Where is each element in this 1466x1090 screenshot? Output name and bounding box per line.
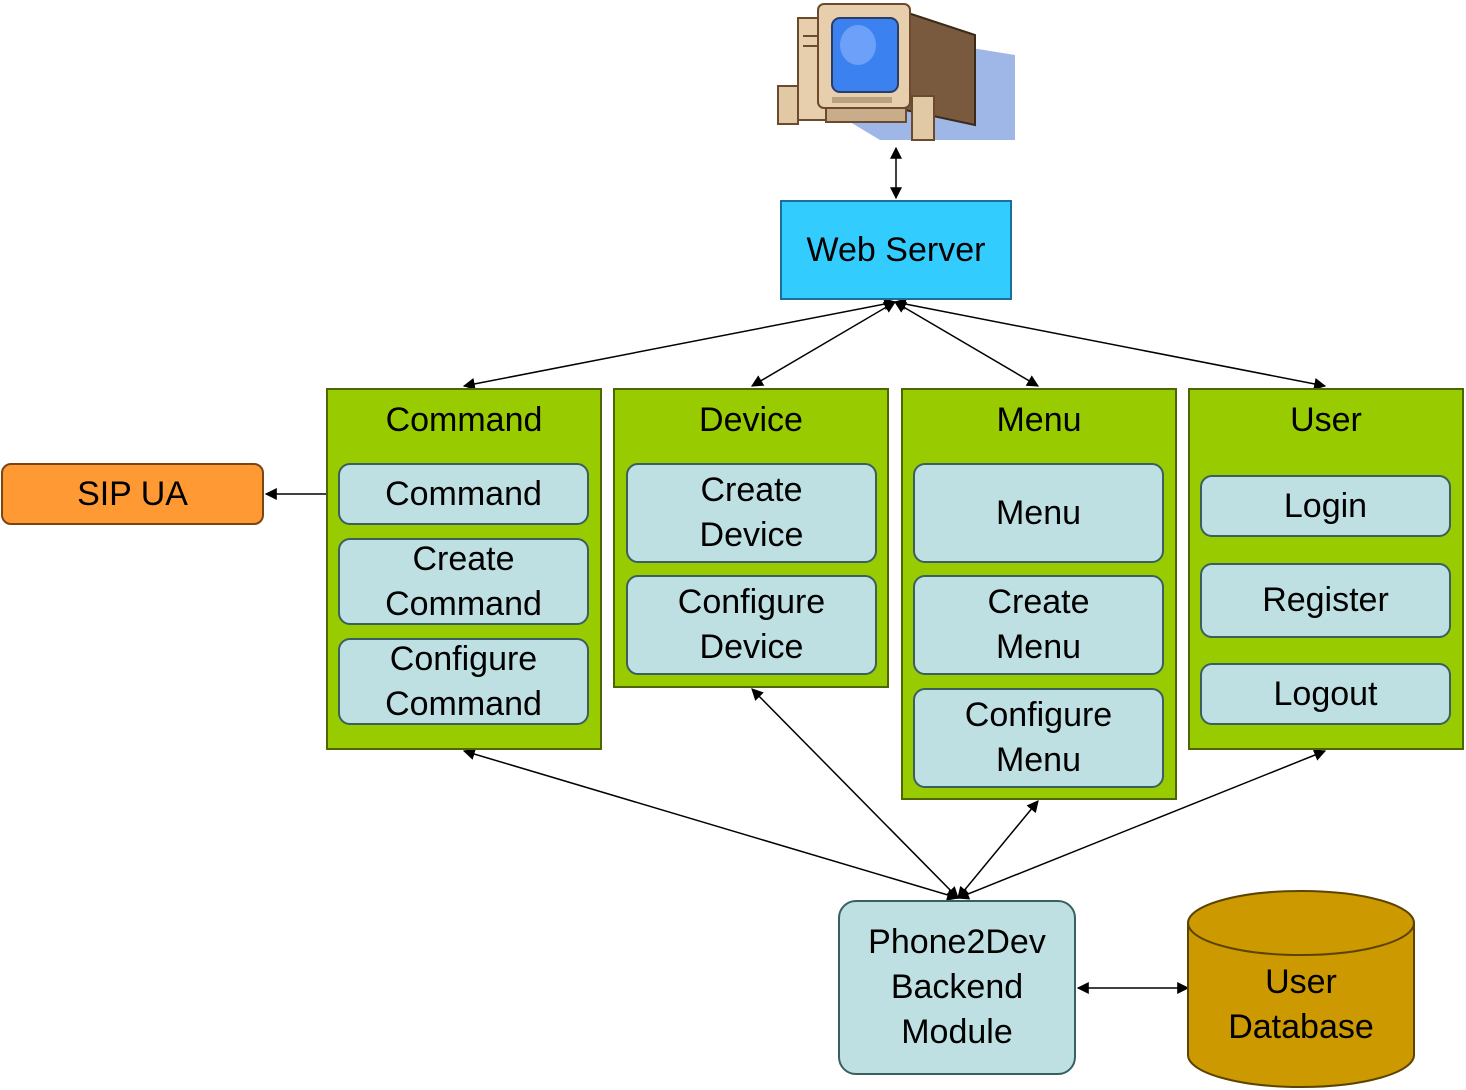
user-item-label: Login — [1283, 486, 1368, 525]
user-item-label: Register — [1262, 581, 1389, 619]
device-item-create-device[interactable]: Create Device — [626, 463, 877, 563]
arrow-user-backend — [956, 749, 1327, 900]
menu-item-configure-menu[interactable]: Configure Menu — [913, 688, 1164, 788]
user-item-logout[interactable]: Logout — [1200, 663, 1451, 725]
command-item-label: Create Command — [385, 539, 542, 623]
arrow-webserver-menu — [893, 301, 1040, 387]
menu-group-title: Menu — [996, 401, 1082, 439]
command-item-create-command[interactable]: Create Command — [338, 538, 589, 625]
computer-icon — [777, 3, 1015, 141]
command-group-title: Command — [385, 401, 543, 439]
sip-ua-box[interactable]: SIP UA — [1, 463, 264, 525]
user-item-login[interactable]: Login — [1200, 475, 1451, 537]
menu-item-label: Menu — [995, 493, 1082, 532]
backend-module-box[interactable]: Phone2Dev Backend Module — [838, 900, 1076, 1075]
arrow-command-backend — [462, 748, 960, 901]
arrow-menu-backend — [957, 800, 1039, 899]
arrow-device-backend — [751, 688, 959, 899]
user-group-title: User — [1290, 401, 1362, 439]
arrow-webserver-command — [462, 298, 897, 390]
device-item-configure-device[interactable]: Configure Device — [626, 575, 877, 675]
database-label: User Database — [1228, 963, 1374, 1046]
arrow-webserver-device — [750, 301, 897, 387]
menu-item-create-menu[interactable]: Create Menu — [913, 575, 1164, 675]
menu-item-label: Create Menu — [987, 583, 1090, 666]
user-item-label: Logout — [1273, 674, 1378, 713]
command-item-configure-command[interactable]: Configure Command — [338, 638, 589, 725]
device-group-title: Device — [699, 401, 803, 439]
database-cylinder — [1187, 890, 1415, 1088]
web-server-box[interactable]: Web Server — [780, 200, 1012, 300]
user-item-register[interactable]: Register — [1200, 563, 1451, 638]
menu-item-label: Configure Menu — [964, 696, 1113, 779]
command-item-label: Command — [385, 474, 542, 513]
web-server-label: Web Server — [806, 230, 986, 269]
command-item-command[interactable]: Command — [338, 463, 589, 525]
device-item-label: Configure Device — [677, 583, 826, 666]
sip-ua-label: SIP UA — [77, 474, 188, 513]
command-item-label: Configure Command — [385, 639, 542, 723]
menu-item-menu[interactable]: Menu — [913, 463, 1164, 563]
database-label-box: User Database — [1188, 955, 1414, 1055]
device-item-label: Create Device — [699, 471, 804, 554]
arrow-webserver-user — [893, 298, 1327, 390]
backend-module-label: Phone2Dev Backend Module — [868, 923, 1046, 1051]
